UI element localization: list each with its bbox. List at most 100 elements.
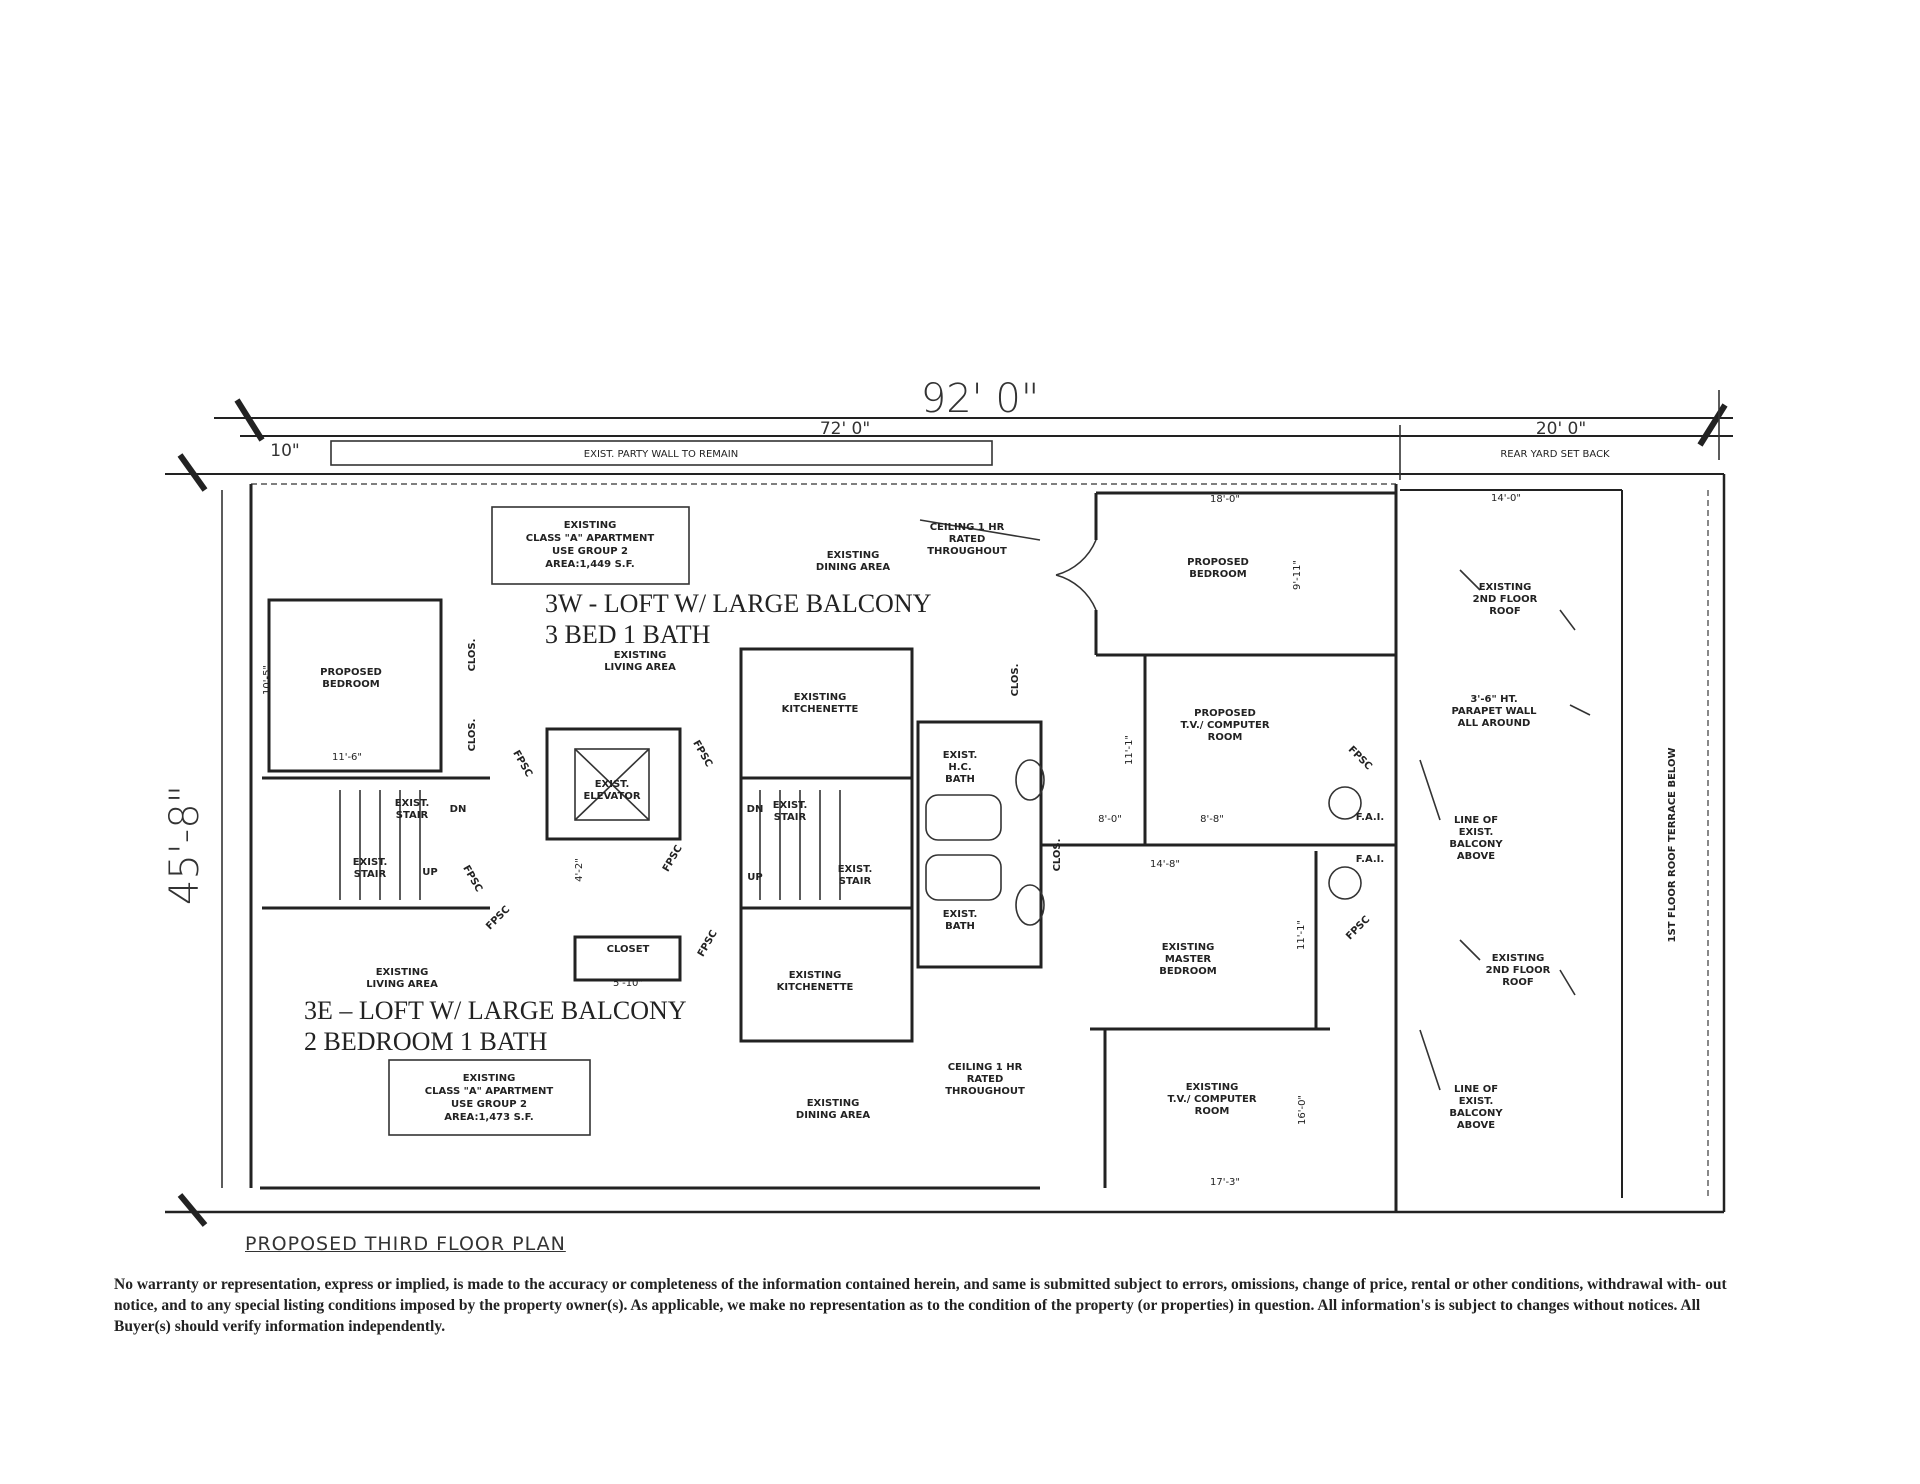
svg-text:EXIST.: EXIST. — [773, 800, 808, 811]
svg-text:8'-8": 8'-8" — [1200, 814, 1224, 825]
building-walls — [165, 474, 1726, 1214]
svg-text:11'-1": 11'-1" — [1296, 920, 1307, 950]
balcony-note-1: LINE OF EXIST. BALCONY ABOVE — [1449, 815, 1503, 862]
svg-text:UP: UP — [747, 872, 762, 883]
svg-text:PARAPET WALL: PARAPET WALL — [1451, 706, 1537, 717]
svg-text:ROOF: ROOF — [1489, 606, 1521, 617]
unit-3w-subtitle: 3 BED 1 BATH — [545, 620, 711, 649]
svg-text:BEDROOM: BEDROOM — [1159, 966, 1216, 977]
svg-text:AREA:1,473 S.F.: AREA:1,473 S.F. — [444, 1112, 533, 1123]
svg-text:KITCHENETTE: KITCHENETTE — [782, 704, 859, 715]
overall-length-dim: 92' 0" — [921, 376, 1039, 422]
svg-text:2ND FLOOR: 2ND FLOOR — [1473, 594, 1538, 605]
svg-text:LINE OF: LINE OF — [1454, 1084, 1498, 1095]
unit-3e-title: 3E – LOFT W/ LARGE BALCONY — [304, 996, 687, 1025]
svg-text:UP: UP — [422, 867, 437, 878]
svg-text:17'-3": 17'-3" — [1210, 1177, 1240, 1188]
svg-text:EXIST.: EXIST. — [943, 750, 978, 761]
party-wall-note: EXIST. PARTY WALL TO REMAIN — [584, 449, 738, 460]
svg-text:ALL AROUND: ALL AROUND — [1458, 718, 1531, 729]
svg-text:3'-6" HT.: 3'-6" HT. — [1470, 694, 1517, 705]
ceiling-note-west: CEILING 1 HR RATED THROUGHOUT — [927, 522, 1007, 557]
svg-text:USE GROUP 2: USE GROUP 2 — [451, 1099, 527, 1110]
svg-text:CLOSET: CLOSET — [607, 944, 650, 955]
svg-text:ROOM: ROOM — [1195, 1106, 1230, 1117]
svg-text:EXISTING: EXISTING — [1479, 582, 1532, 593]
svg-text:FPSC: FPSC — [510, 749, 534, 779]
svg-text:PROPOSED: PROPOSED — [320, 667, 382, 678]
svg-text:T.V./ COMPUTER: T.V./ COMPUTER — [1180, 720, 1269, 731]
svg-text:FPSC: FPSC — [1344, 914, 1372, 942]
roof-note-west: EXISTING 2ND FLOOR ROOF — [1473, 582, 1538, 617]
svg-text:EXISTING: EXISTING — [827, 550, 880, 561]
svg-text:BEDROOM: BEDROOM — [322, 679, 379, 690]
svg-text:5'-10": 5'-10" — [613, 978, 643, 989]
svg-text:STAIR: STAIR — [839, 876, 872, 887]
svg-text:CLOS.: CLOS. — [467, 639, 478, 672]
svg-text:EXISTING: EXISTING — [789, 970, 842, 981]
svg-text:FPSC: FPSC — [1346, 744, 1374, 772]
svg-text:CLASS "A" APARTMENT: CLASS "A" APARTMENT — [425, 1086, 554, 1097]
svg-text:THROUGHOUT: THROUGHOUT — [927, 546, 1007, 557]
svg-text:EXISTING: EXISTING — [794, 692, 847, 703]
svg-text:EXIST.: EXIST. — [595, 779, 630, 790]
svg-text:EXISTING: EXISTING — [1186, 1082, 1239, 1093]
svg-text:ABOVE: ABOVE — [1457, 1120, 1495, 1131]
ceiling-note-east: CEILING 1 HR RATED THROUGHOUT — [945, 1062, 1025, 1097]
svg-text:STAIR: STAIR — [396, 810, 429, 821]
svg-text:CLOS.: CLOS. — [1052, 839, 1063, 872]
svg-text:H.C.: H.C. — [948, 762, 971, 773]
svg-text:EXIST.: EXIST. — [353, 857, 388, 868]
svg-text:USE GROUP 2: USE GROUP 2 — [552, 546, 628, 557]
terrace-note: 1ST FLOOR ROOF TERRACE BELOW — [1667, 748, 1678, 943]
svg-text:EXISTING: EXISTING — [1162, 942, 1215, 953]
svg-text:THROUGHOUT: THROUGHOUT — [945, 1086, 1025, 1097]
plan-title: PROPOSED THIRD FLOOR PLAN — [245, 1233, 566, 1255]
building-length-dim: 72' 0" — [820, 419, 870, 439]
svg-text:F.A.I.: F.A.I. — [1356, 854, 1384, 865]
svg-text:CEILING 1 HR: CEILING 1 HR — [948, 1062, 1023, 1073]
svg-text:EXISTING: EXISTING — [376, 967, 429, 978]
svg-text:11'-6": 11'-6" — [332, 752, 362, 763]
svg-text:ROOM: ROOM — [1208, 732, 1243, 743]
svg-text:8'-0": 8'-0" — [1098, 814, 1122, 825]
parapet-note: 3'-6" HT. PARAPET WALL ALL AROUND — [1451, 694, 1537, 729]
svg-text:BATH: BATH — [945, 774, 975, 785]
svg-text:4'-2": 4'-2" — [574, 858, 585, 882]
svg-text:LINE OF: LINE OF — [1454, 815, 1498, 826]
disclaimer-text: No warranty or representation, express o… — [114, 1276, 1727, 1335]
svg-text:ABOVE: ABOVE — [1457, 851, 1495, 862]
svg-text:14'-8": 14'-8" — [1150, 859, 1180, 870]
svg-text:DN: DN — [747, 804, 764, 815]
svg-text:EXIST.: EXIST. — [1459, 827, 1494, 838]
class-box-east: EXISTING CLASS "A" APARTMENT USE GROUP 2… — [425, 1073, 554, 1123]
svg-text:11'-1": 11'-1" — [1124, 735, 1135, 765]
svg-text:ELEVATOR: ELEVATOR — [583, 791, 640, 802]
svg-text:CEILING 1 HR: CEILING 1 HR — [930, 522, 1005, 533]
roof-note-east: EXISTING 2ND FLOOR ROOF — [1486, 953, 1551, 988]
svg-text:CLOS.: CLOS. — [1010, 664, 1021, 697]
svg-text:CLASS "A" APARTMENT: CLASS "A" APARTMENT — [526, 533, 655, 544]
unit-3e-subtitle: 2 BEDROOM 1 BATH — [304, 1027, 548, 1056]
svg-text:10'-5": 10'-5" — [262, 665, 273, 695]
svg-text:2ND FLOOR: 2ND FLOOR — [1486, 965, 1551, 976]
svg-text:18'-0": 18'-0" — [1210, 494, 1240, 505]
svg-text:EXIST.: EXIST. — [943, 909, 978, 920]
svg-text:RATED: RATED — [949, 534, 986, 545]
svg-text:EXISTING: EXISTING — [1492, 953, 1545, 964]
svg-text:EXIST.: EXIST. — [838, 864, 873, 875]
svg-text:EXISTING: EXISTING — [564, 520, 617, 531]
svg-text:BALCONY: BALCONY — [1449, 1108, 1503, 1119]
class-box-west: EXISTING CLASS "A" APARTMENT USE GROUP 2… — [526, 520, 655, 570]
svg-text:BALCONY: BALCONY — [1449, 839, 1503, 850]
svg-text:STAIR: STAIR — [774, 812, 807, 823]
svg-text:DINING AREA: DINING AREA — [816, 562, 890, 573]
dimension-labels: 18'-0" 14'-0" 9'-11" 10'-5" 11'-6" 11'-1… — [262, 493, 1521, 1188]
svg-text:FPSC: FPSC — [696, 929, 720, 959]
overall-width-dim: 45'-8" — [162, 785, 208, 905]
svg-text:PROPOSED: PROPOSED — [1194, 708, 1256, 719]
svg-text:FPSC: FPSC — [690, 739, 714, 769]
svg-text:14'-0": 14'-0" — [1491, 493, 1521, 504]
svg-text:EXIST.: EXIST. — [395, 798, 430, 809]
svg-text:DN: DN — [450, 804, 467, 815]
